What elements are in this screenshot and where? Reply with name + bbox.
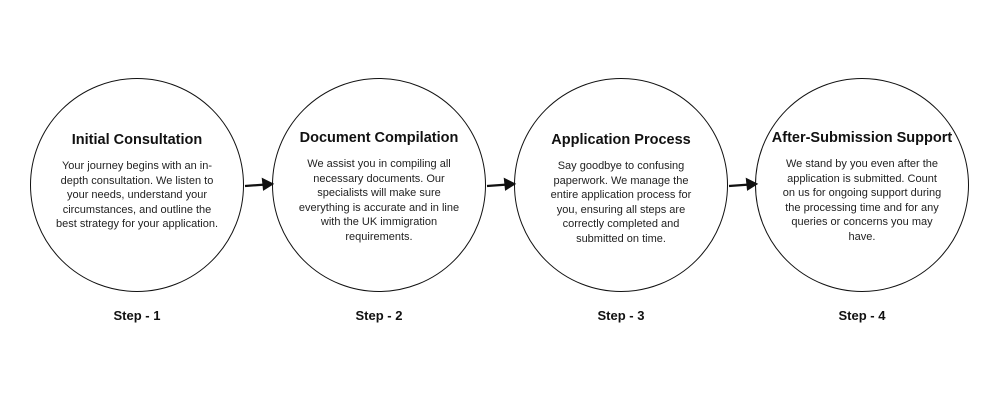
step-3-description: Say goodbye to confusing paperwork. We m… bbox=[550, 160, 692, 245]
arrow-3-head-icon bbox=[745, 177, 759, 191]
step-2-title: Document Compilation bbox=[299, 130, 459, 146]
arrow-2-head-icon bbox=[503, 177, 517, 191]
step-3-title: Application Process bbox=[551, 132, 691, 148]
step-2-description: We assist you in compiling all necessary… bbox=[298, 158, 460, 243]
step-1-description: Your journey begins with an in-depth con… bbox=[55, 160, 219, 230]
step-4-description: We stand by you even after the applicati… bbox=[782, 158, 942, 243]
step-1-title: Initial Consultation bbox=[71, 132, 203, 148]
step-2-circle: Document Compilation We assist you in co… bbox=[272, 78, 486, 292]
step-2-label: Step - 2 bbox=[355, 308, 403, 323]
step-3-label: Step - 3 bbox=[597, 308, 645, 323]
arrow-1-head-icon bbox=[261, 177, 275, 191]
step-4-label: Step - 4 bbox=[838, 308, 886, 323]
step-3-circle: Application Process Say goodbye to confu… bbox=[514, 78, 728, 292]
step-4-circle: After-Submission Support We stand by you… bbox=[755, 78, 969, 292]
step-1-circle: Initial Consultation Your journey begins… bbox=[30, 78, 244, 292]
step-1-label: Step - 1 bbox=[113, 308, 161, 323]
step-4-title: After-Submission Support bbox=[771, 130, 953, 146]
